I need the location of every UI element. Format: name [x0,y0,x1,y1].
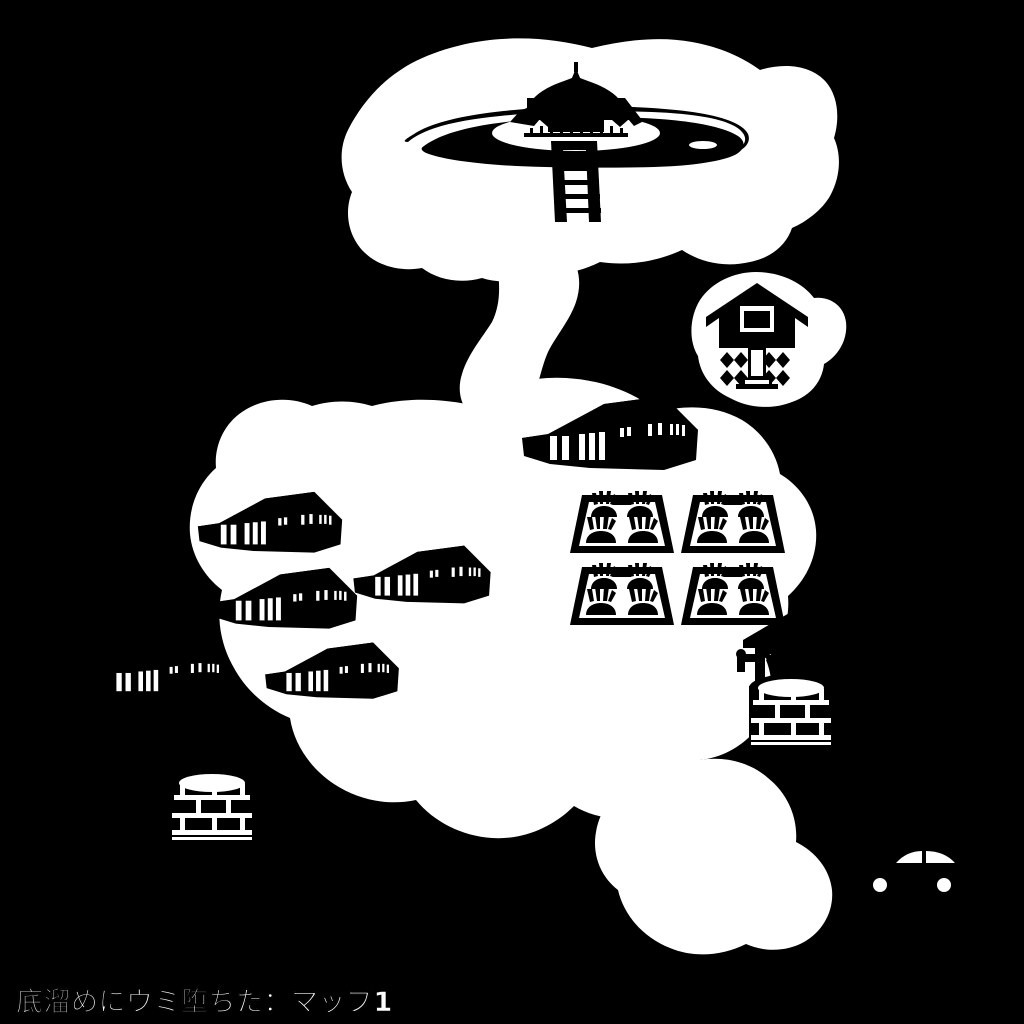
crop-field-icon[interactable] [681,491,785,553]
house-icon[interactable] [353,545,491,604]
house-icon[interactable] [95,642,229,699]
map-title: 底溜めにウミ堕ちた：マップ1 [16,987,393,1018]
pagoda-icon[interactable] [492,62,660,151]
region-mainland-southeast[interactable] [594,758,833,955]
region-isthmus[interactable] [459,241,580,424]
house-group [95,396,698,699]
house-icon[interactable] [197,491,343,553]
house-icon[interactable] [522,396,698,470]
region-mainland[interactable] [189,377,817,839]
crop-field-icon[interactable] [681,563,785,625]
stairs-icon[interactable] [551,141,601,222]
house-icon[interactable] [212,567,358,629]
crop-field-icon[interactable] [570,491,674,553]
lake-islet [689,141,717,149]
storehouse-icon[interactable] [706,283,808,389]
car-icon[interactable] [857,846,973,897]
house-icon[interactable] [265,642,399,699]
crop-field-icon[interactable] [570,563,674,625]
